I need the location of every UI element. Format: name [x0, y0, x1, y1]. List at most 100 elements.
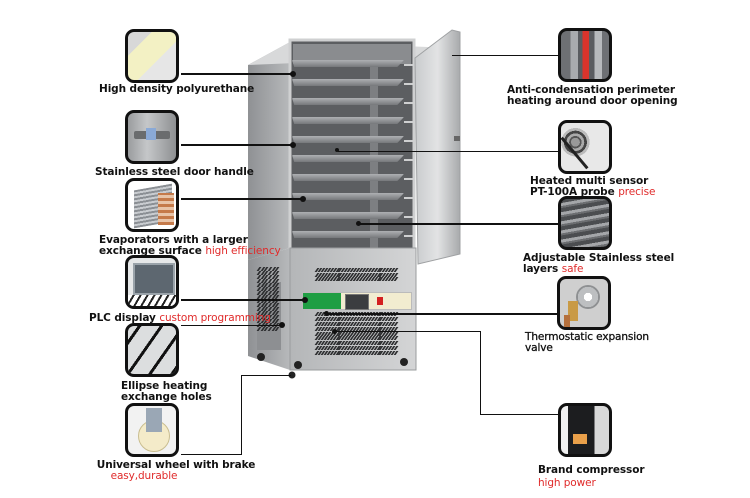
connector-dot: [324, 311, 329, 316]
front-vent-grille-top: [314, 268, 399, 282]
tray: [292, 174, 404, 181]
connector-anti-condensation: [452, 55, 558, 56]
label-ellipse-holes: Ellipse heating exchange holes: [121, 381, 212, 403]
callout-text: Anti-condensation perimeter: [507, 84, 675, 96]
vent-slot: [393, 268, 399, 272]
connector-dot: [300, 196, 306, 202]
callout-text: heating around door opening: [507, 95, 678, 107]
connector-dot: [335, 148, 339, 152]
caster-center: [288, 371, 296, 379]
compressor-thumbnail: [558, 403, 612, 457]
open-door: [414, 29, 461, 265]
tray-rail: [404, 235, 414, 237]
cabinet-side: [248, 42, 290, 260]
caster-left-front: [294, 361, 302, 369]
connector-evaporator: [181, 198, 301, 200]
probe-sensor-icon: [561, 136, 589, 170]
connector-ellipse-holes: [181, 325, 281, 326]
vent-slot: [393, 351, 399, 356]
tray-rail: [404, 64, 414, 66]
callout-text: Thermostatic expansion: [525, 331, 649, 343]
label-sensor: Heated multi sensor PT-100A probe precis…: [530, 176, 655, 198]
ellipse-holes-icon: [128, 326, 176, 374]
vent-slot: [393, 336, 399, 341]
connector-wheel-h1: [241, 375, 291, 376]
layers-thumbnail: [558, 196, 612, 250]
tray-rail: [404, 83, 414, 85]
connector-dot: [302, 297, 308, 303]
connector-dot: [290, 142, 296, 148]
label-compressor: Brand compressor high power: [538, 464, 645, 489]
tray-rail: [404, 121, 414, 123]
callout-text: Heated multi sensor: [530, 175, 649, 187]
tray-rail: [404, 197, 414, 199]
power-switch[interactable]: [377, 297, 383, 305]
door-handle-thumbnail: [125, 110, 179, 164]
tray: [292, 98, 404, 105]
label-valve: Thermostatic expansion valve: [525, 331, 649, 354]
callout-text: layers: [523, 263, 559, 275]
vent-slot: [393, 346, 399, 351]
callout-text: Evaporators with a larger: [99, 234, 248, 246]
callout-highlight: high efficiency: [205, 245, 281, 257]
anti-condensation-thumbnail: [558, 28, 612, 82]
callout-highlight: easy,durable: [110, 470, 178, 482]
label-evaporator: Evaporators with a larger exchange surfa…: [99, 235, 281, 257]
label-wheel: Universal wheel with brake easy,durable: [89, 460, 269, 482]
callout-text: exchange holes: [121, 391, 212, 403]
expansion-valve-icon: [576, 285, 600, 309]
plc-display-icon: [133, 263, 175, 295]
connector-wheel-v: [241, 375, 242, 455]
polyurethane-thumbnail: [125, 29, 179, 83]
tray: [292, 231, 404, 238]
connector-compressor-h1: [334, 331, 480, 332]
connector-wheel-h2: [181, 454, 242, 455]
callout-text: Universal wheel with brake: [96, 459, 256, 471]
control-panel: [302, 292, 412, 310]
callout-highlight: high power: [538, 477, 596, 489]
evaporator-thumbnail: [125, 178, 179, 232]
caster-left-back: [257, 353, 265, 361]
connector-valve: [326, 313, 558, 315]
callout-text: Ellipse heating: [121, 380, 208, 392]
tray-stack: [292, 60, 414, 250]
sensor-thumbnail: [558, 120, 612, 174]
connector-compressor-h2: [480, 414, 560, 415]
callout-highlight: safe: [561, 263, 584, 275]
label-anti-condensation: Anti-condensation perimeter heating arou…: [507, 85, 678, 107]
connector-polyurethane: [181, 73, 293, 75]
front-vent-grille-bottom: [314, 312, 399, 356]
plc-screen[interactable]: [345, 294, 369, 310]
tray-rail: [404, 102, 414, 104]
label-door-handle: Stainless steel door handle: [95, 167, 254, 178]
tray-rail: [404, 140, 414, 142]
connector-layers: [358, 223, 558, 225]
label-layers: Adjustable Stainless steel layers safe: [523, 253, 674, 275]
door-handle-part: [454, 136, 460, 141]
vent-slot: [393, 341, 399, 346]
callout-text: Brand compressor: [538, 464, 645, 476]
label-plc: PLC display custom programming: [89, 313, 271, 324]
caster-right-front: [400, 358, 408, 366]
green-logo-plate: [303, 293, 341, 309]
connector-compressor-v: [480, 331, 481, 415]
connector-sensor: [338, 151, 558, 152]
compressor-icon: [573, 434, 587, 444]
ellipse-holes-thumbnail: [125, 323, 179, 377]
connector-door-handle: [181, 144, 293, 146]
callout-text: PLC display: [89, 312, 156, 324]
tray-rail: [404, 178, 414, 180]
plc-thumbnail: [125, 255, 179, 309]
callout-text: Adjustable Stainless steel: [523, 252, 675, 264]
callout-highlight: custom programming: [159, 312, 271, 324]
valve-thumbnail: [557, 276, 611, 330]
connector-dot: [279, 322, 285, 328]
tray-rail: [404, 216, 414, 218]
callout-highlight: precise: [618, 186, 656, 198]
callout-text: exchange surface: [99, 245, 202, 257]
tray: [292, 79, 404, 86]
callout-text: Stainless steel door handle: [95, 166, 254, 178]
tray: [292, 117, 404, 124]
connector-plc: [181, 299, 305, 301]
tray: [292, 60, 404, 67]
